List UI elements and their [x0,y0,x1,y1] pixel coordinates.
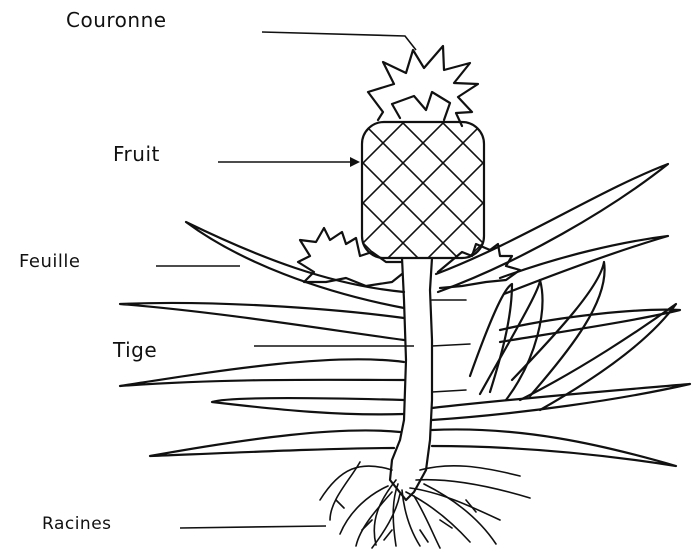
fruit-arrowhead [350,157,360,167]
label-fruit: Fruit [113,142,160,166]
label-tige: Tige [113,338,157,362]
label-feuille: Feuille [19,251,80,272]
right-leaves [432,164,690,466]
roots [320,462,530,548]
left-leaves [120,222,404,456]
fruit-crosshatch [260,40,586,350]
pointer-couronne [262,32,416,50]
label-racines: Racines [42,514,112,534]
crown-shape [368,46,478,126]
label-couronne: Couronne [66,8,167,32]
pointer-racines [180,526,326,528]
